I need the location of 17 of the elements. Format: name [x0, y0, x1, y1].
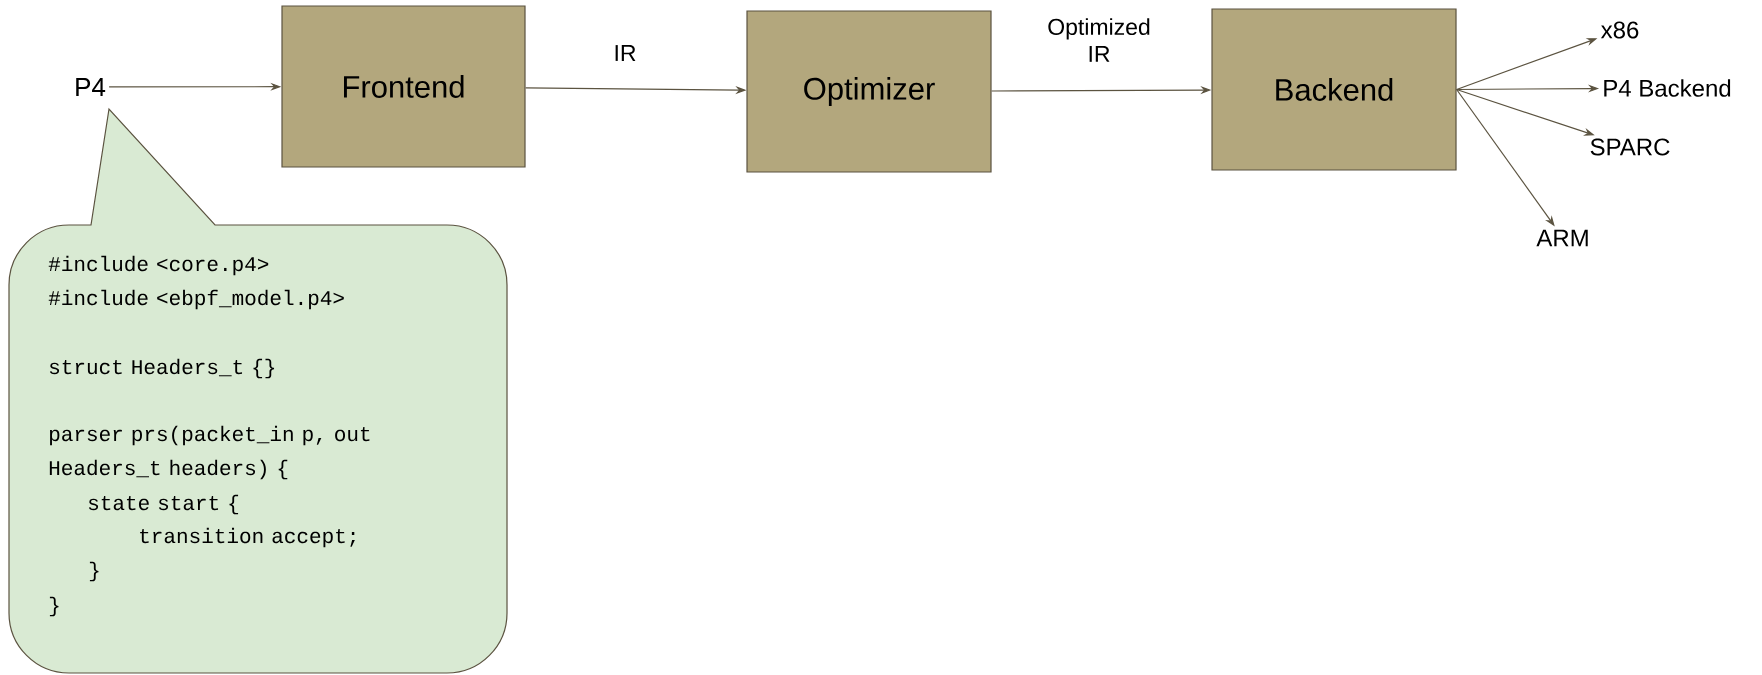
code-line: struct Headers_t {} — [49, 358, 275, 379]
code-line: transition accept; — [140, 527, 355, 548]
code-line: } — [89, 561, 99, 582]
code-line: #include <ebpf_model.p4> — [48, 289, 344, 310]
output-label: ARM — [1536, 229, 1588, 247]
edge-label: IR — [615, 45, 636, 61]
output-label: SPARC — [1590, 138, 1670, 156]
code-line: state start { — [88, 494, 239, 515]
output-label: x86 — [1600, 21, 1639, 39]
edge-label: Optimized IR — [1048, 18, 1150, 62]
process-box: Backend — [1211, 8, 1457, 171]
output-label: P4 Backend — [1604, 79, 1731, 97]
process-box: Optimizer — [746, 10, 992, 173]
code-line: } — [49, 596, 59, 617]
code-line: #include <core.p4> — [48, 255, 269, 276]
process-box: Frontend — [281, 5, 526, 168]
output-label: P4 — [76, 78, 106, 96]
